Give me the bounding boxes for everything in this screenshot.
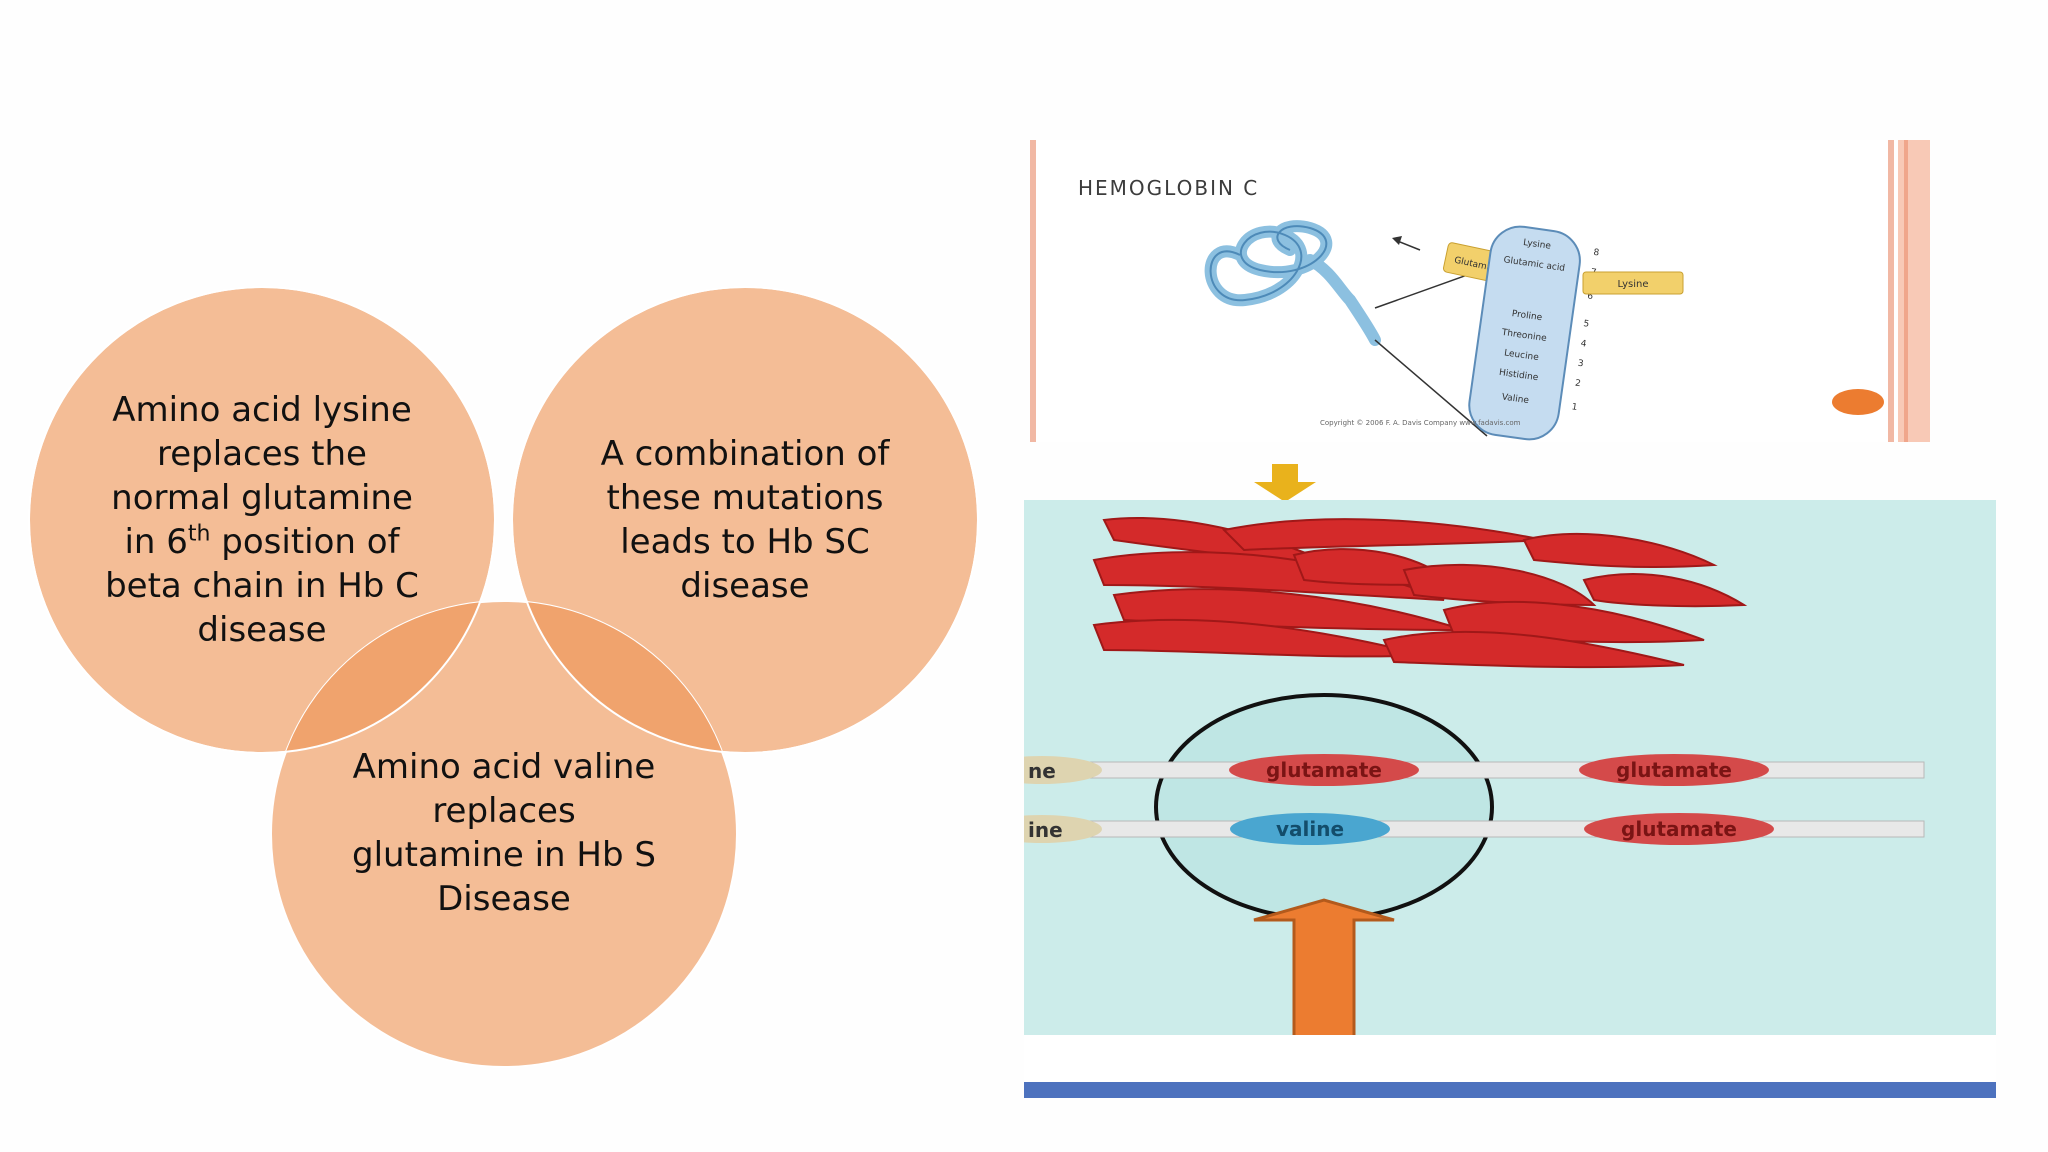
down-arrow-icon (1254, 464, 1316, 502)
glutamate-label: glutamate (1266, 758, 1382, 782)
svg-text:4: 4 (1580, 339, 1587, 350)
sickle-panel-footer (1024, 1035, 1996, 1082)
venn-diagram (28, 286, 979, 1068)
lysine-box: Lysine (1582, 271, 1684, 295)
svg-text:Lysine: Lysine (1617, 279, 1648, 290)
svg-text:3: 3 (1577, 359, 1584, 370)
sickle-cell-figure: ne glutamate glutamate ine valine glutam… (982, 500, 1996, 1062)
up-arrow-icon (1253, 898, 1395, 1062)
blue-bottom-bar (1024, 1082, 1996, 1098)
chain-residue: Leucine (1503, 348, 1539, 363)
venn-left-text: Amino acid lysine replaces the normal gl… (105, 390, 419, 650)
beta-chain-column: Lysine Glutamic acid Proline Threonine L… (1468, 225, 1600, 441)
sickle-cell-illustration: ne glutamate glutamate ine valine glutam… (982, 517, 1925, 1062)
chain-residue: Lysine (1522, 238, 1552, 252)
globin-coil-icon (1204, 220, 1381, 346)
chain-residue: Valine (1501, 392, 1530, 406)
svg-text:5: 5 (1583, 319, 1590, 330)
hemoglobin-c-title: HEMOGLOBIN C (1078, 176, 1259, 200)
glutamate-label: glutamate (1616, 758, 1732, 782)
svg-text:6: 6 (1587, 291, 1594, 302)
svg-text:ne: ne (1028, 759, 1056, 783)
copyright-text: Copyright © 2006 F. A. Davis Company www… (1320, 419, 1521, 427)
venn-right-text: A combination of these mutations leads t… (600, 434, 890, 606)
sickled-red-cells (1092, 517, 1748, 669)
mutation-highlight-circle (1154, 693, 1494, 921)
svg-text:8: 8 (1593, 248, 1600, 259)
hemoglobin-c-figure: HEMOGLOBIN C Glutamic acid (1030, 140, 1930, 442)
venn-bottom-text: Amino acid valine replaces glutamine in … (352, 747, 656, 919)
orange-dot-icon (1832, 389, 1884, 415)
chain-residue: Proline (1511, 309, 1543, 323)
svg-text:ine: ine (1028, 818, 1063, 842)
valine-label: valine (1276, 817, 1344, 841)
svg-text:2: 2 (1574, 379, 1581, 390)
svg-text:1: 1 (1571, 402, 1578, 413)
hemoglobin-c-illustration: HEMOGLOBIN C Glutamic acid (1030, 140, 1930, 442)
glutamate-label: glutamate (1621, 817, 1737, 841)
